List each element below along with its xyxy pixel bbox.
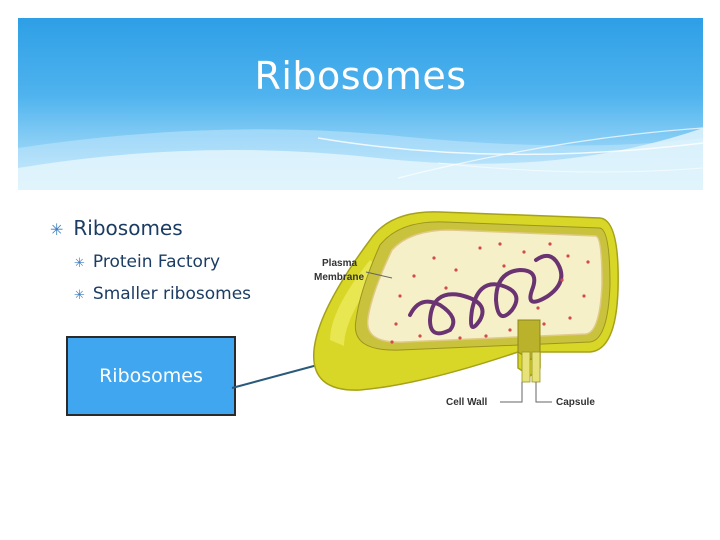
asterisk-icon: ✳ [74,256,85,271]
bacterial-cell-diagram: Plasma Membrane Cell Wall Capsule [312,211,619,408]
bullet-text: Protein Factory [92,252,220,272]
asterisk-icon: ✳ [74,288,85,303]
callout-label: Ribosomes [99,365,203,387]
asterisk-icon: ✳ [50,220,64,239]
cell-wall-label: Cell Wall [446,397,488,408]
dna-strand [408,253,564,336]
plasma-membrane-label: Plasma [322,258,357,269]
bullet-level2: ✳ Protein Factory [74,252,220,272]
bullet-level1: ✳ Ribosomes [50,216,183,240]
slide-title: Ribosomes [254,54,467,98]
title-header: Ribosomes [18,18,703,190]
ribosomes-callout-box: Ribosomes [66,336,236,416]
plasma-membrane-label-2: Membrane [314,272,364,283]
capsule-label: Capsule [556,397,595,408]
ribosome-dots [390,242,590,344]
header-wave-decoration [18,127,703,190]
bullet-level2: ✳ Smaller ribosomes [74,284,251,304]
bullet-text: Ribosomes [73,216,183,240]
bullet-text: Smaller ribosomes [92,284,252,304]
